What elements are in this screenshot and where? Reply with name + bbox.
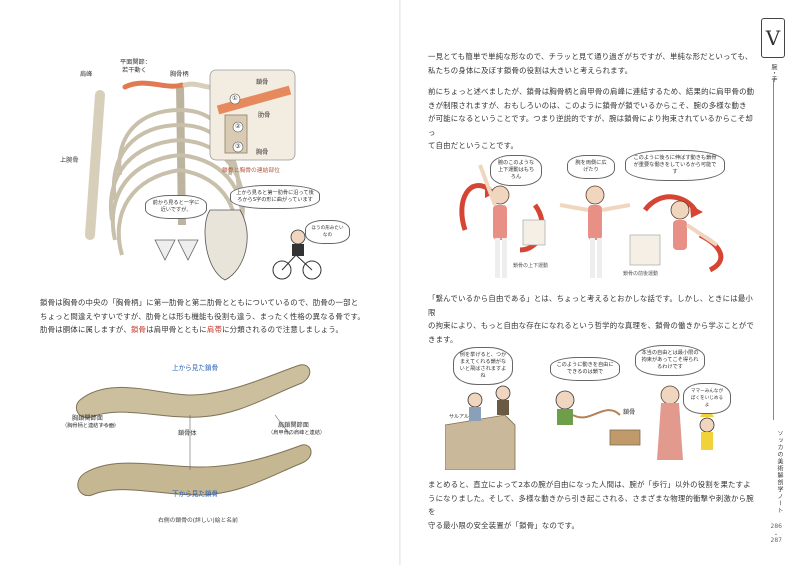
right-paragraph-2: 前にちょっと述べましたが、鎖骨は胸骨柄と肩甲骨の肩峰に連結するため、結果的に肩甲…: [428, 85, 758, 153]
motion-figure: 腕のこのような上下運動はもちろん 腕を両側に広げたり このように後ろに伸ばす動き…: [455, 150, 745, 285]
right-p4-line3-c: 」なのです。: [534, 520, 580, 530]
motion-caption-2: 鎖骨の前後運動: [623, 271, 659, 277]
label-sternoclavicular: 平面関節：: [120, 59, 151, 66]
label-acromial-end-2: （肩甲骨の肩峰と連結）: [268, 430, 326, 436]
page-number-right: 287: [770, 537, 782, 544]
chapter-tab: V 腕・手: [761, 18, 787, 82]
right-p4-line-1: まとめると、直立によって2本の腕が自由になった人間は、腕が「歩行」以外の役割を果…: [428, 480, 751, 489]
label-acromial-end: 肩鎖関節面: [278, 422, 309, 429]
inset-caption: 鎖骨と胸骨の連結部位: [222, 168, 280, 174]
right-paragraph-3: 「繋んでいるから自由である」とは、ちょっと考えるとおかしな話です。しかし、ときに…: [428, 292, 758, 346]
motion-bubble-3: このように後ろに伸ばす動きも鎖骨が重要な働きをしているから可能です: [625, 150, 725, 181]
right-paragraph-1: 一見とても簡単で単純な形なので、チラッと見て通り過ぎがちですが、単純な形だといっ…: [428, 50, 758, 77]
comic-figure: 例を挙げると、つかまえてくれる鎖がないと飛ばされますよね このように動きを自由に…: [444, 345, 745, 471]
label-manubrium: 胸骨柄: [170, 71, 189, 78]
right-p4-line-3: 守る最小限の安全装置が「鎖骨」なのです。: [428, 519, 758, 533]
left-paragraph-line-1: 鎖骨は胸骨の中央の「胸骨柄」に第一肋骨と第二肋骨とともについているので、肋骨の一…: [40, 298, 359, 307]
ribcage-illustration: [85, 69, 322, 281]
inset-number-3: ③: [235, 143, 241, 150]
right-p2-line-2: きが制限されますが、おもしろいのは、このように鎖骨が鎖でいるからこそ、腕の多様な…: [428, 100, 747, 110]
left-line3-e: に分類されるので注意しましょう。: [222, 325, 344, 335]
skeleton-figure: 平面関節： 若干動く 鎖骨 肩峰 胸骨柄 肋骨 胸骨 上腕骨 ① ② ③ 鎖骨と…: [60, 55, 360, 290]
right-p2-line-4: て自由だということです。: [428, 141, 519, 151]
inset-number-2: ②: [235, 123, 241, 130]
left-paragraph-line-3: 肋骨は胴体に属しますが、鎖骨は肩甲骨とともに肩帯に分類されるので注意しましょう。: [40, 323, 370, 337]
clavicle-figure: 上から見た鎖骨 下から見た鎖骨 胸鎖関節面 （胸骨柄と連結する面） 鎖骨体 肩鎖…: [40, 355, 360, 530]
bubble-bicycle: ほうの形みたいなの: [305, 220, 350, 244]
label-humerus: 上腕骨: [60, 157, 79, 164]
label-acromion: 肩峰: [80, 71, 93, 78]
comic-bubble-1: 例を挙げると、つかまえてくれる鎖がないと飛ばされますよね: [453, 347, 513, 385]
page-number-sep: ・: [772, 532, 779, 539]
chapter-numeral: V: [761, 18, 785, 58]
label-sternal-end: 胸鎖関節面: [72, 415, 103, 422]
left-line3-a: 肋骨は胴体に属しますが、: [40, 325, 131, 335]
comic-bubble-2: このように動きを自由にできるのは鎖で: [550, 357, 620, 381]
left-paragraph: 鎖骨は胸骨の中央の「胸骨柄」に第一肋骨と第二肋骨とともについているので、肋骨の一…: [40, 296, 370, 337]
right-p4-line-2: うになりました。そして、多様な動きから引き起こされる、さまざまな物理的衝撃や刺激…: [428, 493, 754, 517]
label-clavicle: 鎖骨: [256, 79, 269, 86]
bubble-front-view: 前から見ると一字に近いですが、: [145, 195, 207, 219]
book-title: ソッカの美術解剖学ノート: [776, 430, 783, 514]
side-rule: [773, 80, 774, 420]
chapter-name: 腕・手: [770, 64, 777, 82]
label-body: 鎖骨体: [178, 430, 197, 437]
left-line3-clavicle: 鎖骨: [130, 325, 147, 335]
page-gutter: [399, 0, 401, 565]
motion-bubble-2: 腕を両側に広げたり: [567, 155, 615, 179]
right-p4-line3-a: 守る最小限の安全装置が「: [428, 520, 520, 530]
comic-illustration: [444, 385, 715, 471]
label-bottom-view: 下から見た鎖骨: [172, 490, 219, 498]
motion-illustration: [459, 164, 724, 278]
comic-bubble-3: 本当の自由とは最小限の拘束があってこそ得られるわけです: [635, 345, 705, 376]
bubble-top-view: 上から見ると第一肋骨に沿って後ろからS字の形に曲がっています: [230, 185, 320, 209]
page-number-left: 286: [770, 523, 782, 530]
right-p1-line-1: 一見とても簡単で単純な形なので、チラッと見て通り過ぎがちですが、単純な形だといっ…: [428, 52, 753, 61]
label-sternum: 胸骨: [256, 149, 269, 156]
clavicle-illustration: [76, 364, 312, 497]
inset-number-1: ①: [232, 95, 238, 102]
right-p3-line-1: 「繋んでいるから自由である」とは、ちょっと考えるとおかしな話です。しかし、ときに…: [428, 294, 753, 317]
clavicle-caption: 右側の鎖骨の(詳しい)絵と名前: [158, 518, 238, 524]
left-line3-c: は肩甲骨とともに: [146, 325, 207, 335]
right-p3-line-2: の拘束により、もっと自由な存在になれるという哲学的な真理を、鎖骨の働きから学ぶこ…: [428, 321, 754, 331]
right-p4-line3-clavicle: 鎖骨: [519, 520, 535, 530]
motion-bubble-1: 腕のこのような上下運動はもちろん: [490, 155, 542, 186]
label-rib: 肋骨: [258, 112, 271, 119]
right-p1-line-2: 私たちの身体に及ぼす鎖骨の役割は大きいと考えられます。: [428, 65, 633, 75]
right-p3-line-3: きます。: [428, 334, 458, 344]
left-line3-shoulder-girdle: 肩帯: [206, 325, 223, 335]
right-p2-line-1: 前にちょっと述べましたが、鎖骨は胸骨柄と肩甲骨の肩峰に連結するため、結果的に肩甲…: [428, 87, 755, 96]
label-top-view: 上から見た鎖骨: [172, 364, 219, 372]
right-paragraph-4: まとめると、直立によって2本の腕が自由になった人間は、腕が「歩行」以外の役割を果…: [428, 478, 758, 532]
comic-label-monkey: サルアル: [449, 414, 469, 420]
label-sternal-end-2: （胸骨柄と連結する面）: [62, 423, 120, 429]
left-paragraph-line-2: ちょっと間違えやすいですが、肋骨とは形も機能も役割も違う、まったく性格の異なる骨…: [40, 311, 365, 321]
comic-label-clavicle: 鎖骨: [623, 409, 636, 416]
right-p2-line-3: が可能になるということです。つまり逆説的ですが、腕は鎖骨により拘束されているから…: [428, 114, 753, 137]
label-sternoclavicular-2: 若干動く: [122, 67, 147, 74]
motion-caption-1: 鎖骨の上下運動: [513, 263, 549, 269]
comic-bubble-4: ママーみんながぼくをいじめるよ: [683, 383, 731, 414]
